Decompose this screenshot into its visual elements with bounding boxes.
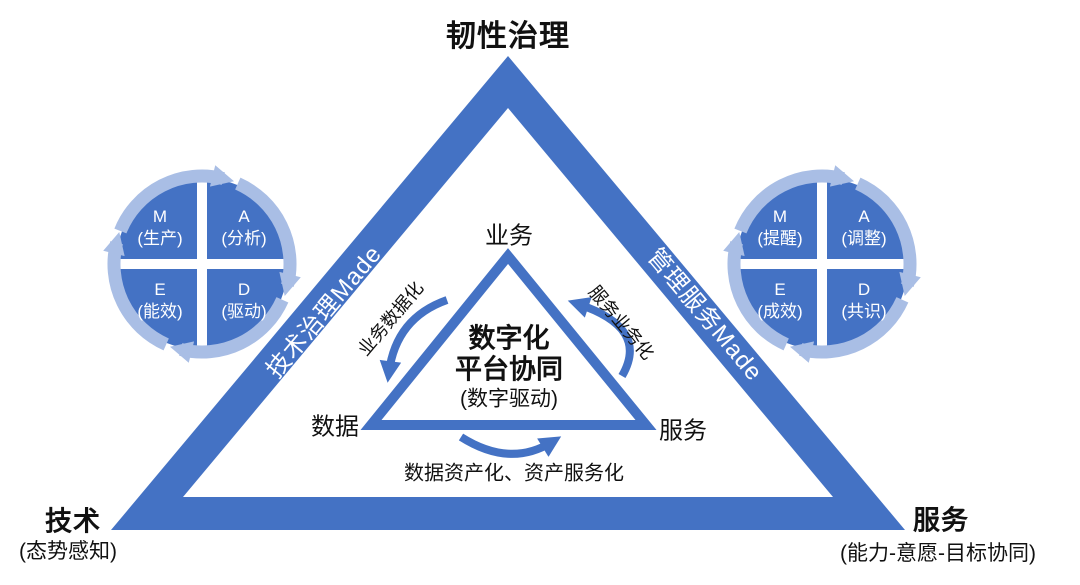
corner-right-label: 服务 <box>913 505 969 536</box>
quadrant-word: (驱动) <box>221 302 267 321</box>
quadrant-word: (分析) <box>221 229 267 248</box>
center-line2: 平台协同 <box>455 354 563 385</box>
vertex-service-label: 服务 <box>659 417 707 445</box>
quadrant-letter: A <box>858 206 870 226</box>
quadrant-letter: D <box>237 279 251 299</box>
wheel-right-quadrant-label: E (成效) <box>757 279 802 323</box>
vertex-data-label: 数据 <box>311 413 359 441</box>
wheel-right-quadrant-label: D (共识) <box>841 279 886 323</box>
quadrant-word: (成效) <box>757 302 803 321</box>
wheel-right-quadrant-label: A (调整) <box>841 206 886 250</box>
quadrant-word: (能效) <box>137 302 183 321</box>
quadrant-word: (提醒) <box>757 229 803 248</box>
diagram-title: 韧性治理 <box>446 20 570 53</box>
quadrant-letter: E <box>154 279 166 299</box>
flow-arrow-left-icon <box>379 296 449 383</box>
corner-left-sublabel: (态势感知) <box>19 540 117 563</box>
quadrant-word: (共识) <box>841 302 887 321</box>
quadrant-letter: A <box>238 206 250 226</box>
quadrant-letter: M <box>152 206 168 226</box>
quadrant-letter: D <box>857 279 871 299</box>
vertex-business-label: 业务 <box>485 222 533 250</box>
quadrant-word: (生产) <box>137 229 183 248</box>
corner-left-label: 技术 <box>45 506 101 537</box>
quadrant-word: (调整) <box>841 229 887 248</box>
quadrant-letter: M <box>772 206 788 226</box>
quadrant-letter: E <box>774 279 786 299</box>
wheel-left-quadrant-label: M (生产) <box>137 206 182 250</box>
flow-arrow-right-icon <box>567 297 634 379</box>
wheel-right-quadrant-label: M (提醒) <box>757 206 802 250</box>
wheel-right <box>734 176 910 352</box>
center-block: 数字化 平台协同 (数字驱动) <box>455 323 563 412</box>
center-subtitle: (数字驱动) <box>460 387 558 411</box>
wheel-left-quadrant-label: D (驱动) <box>221 279 266 323</box>
wheel-left <box>114 176 290 352</box>
flow-arrow-bottom-icon <box>458 433 562 458</box>
center-line1: 数字化 <box>468 323 550 354</box>
wheel-left-quadrant-label: E (能效) <box>137 279 182 323</box>
outer-triangle-hole <box>183 108 833 497</box>
corner-right-sublabel: (能力-意愿-目标协同) <box>840 542 1036 565</box>
wheel-left-quadrant-label: A (分析) <box>221 206 266 250</box>
inner-triangle <box>360 248 657 430</box>
flow-bottom-label: 数据资产化、资产服务化 <box>404 462 624 485</box>
